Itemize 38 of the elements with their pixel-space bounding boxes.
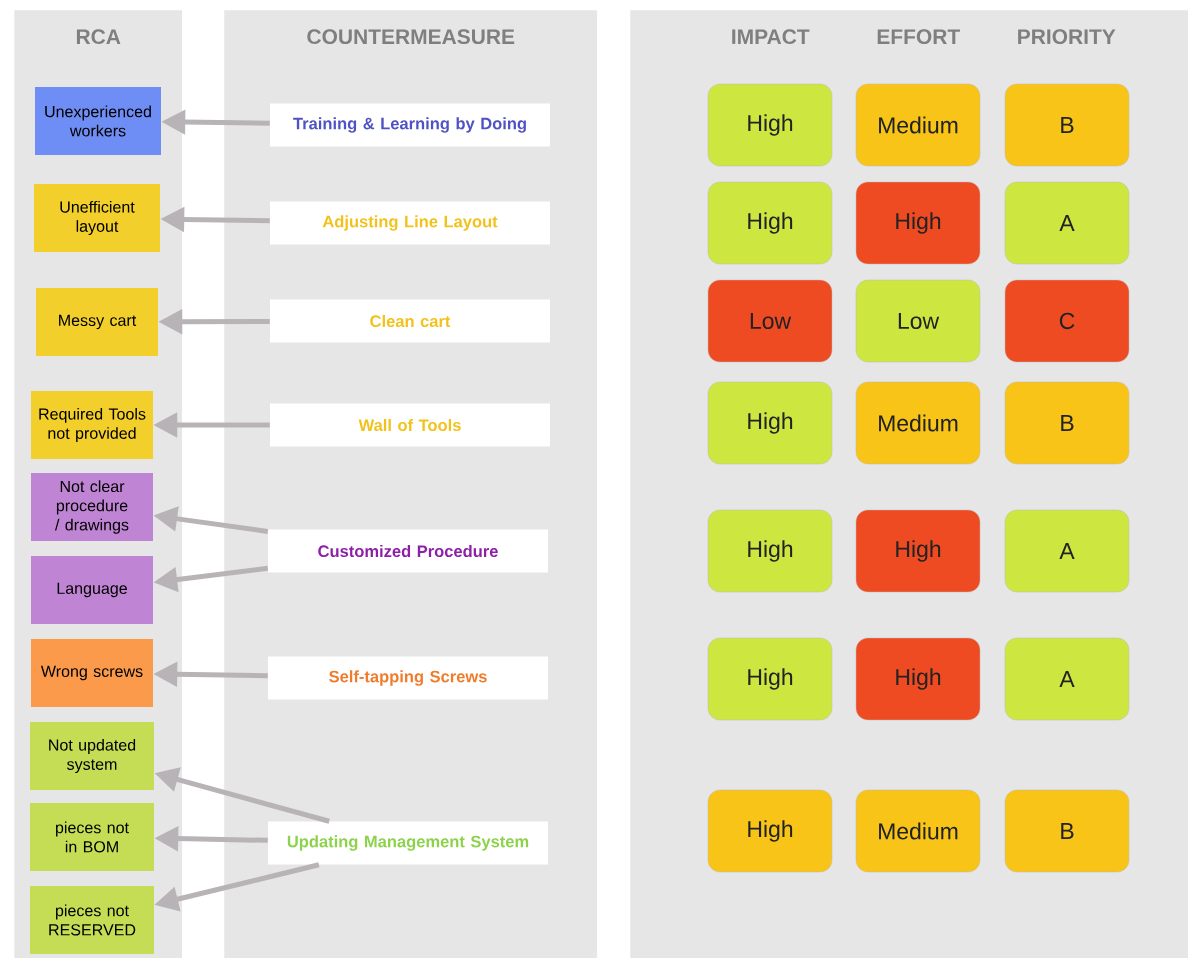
rating-box: B	[1004, 83, 1130, 167]
rating-box: High	[707, 789, 833, 873]
sticky-note: Required Tools not provided	[31, 391, 153, 459]
countermeasure-box: Training & Learning by Doing	[270, 103, 550, 147]
rating-box: B	[1004, 381, 1130, 465]
rating-box: Medium	[855, 381, 981, 465]
sticky-note: pieces not in BOM	[30, 803, 154, 871]
rating-box: Medium	[855, 83, 981, 167]
rating-box: High	[707, 637, 833, 721]
rating-box: Medium	[855, 789, 981, 873]
rating-box: High	[707, 181, 833, 265]
sticky-note: Wrong screws	[31, 639, 153, 707]
rating-box: High	[855, 181, 981, 265]
rating-box: High	[707, 83, 833, 167]
sticky-note: Unexperienced workers	[35, 87, 161, 155]
countermeasure-box: Adjusting Line Layout	[270, 201, 550, 245]
sticky-note: Not clear procedure / drawings	[31, 473, 153, 541]
sticky-note: Language	[31, 556, 153, 624]
rating-box: B	[1004, 789, 1130, 873]
rating-box: Low	[707, 279, 833, 363]
rating-box: A	[1004, 181, 1130, 265]
countermeasure-box: Self-tapping Screws	[268, 656, 548, 700]
rating-box: Low	[855, 279, 981, 363]
rating-box: C	[1004, 279, 1130, 363]
sticky-note: Messy cart	[36, 288, 158, 356]
countermeasure-box: Wall of Tools	[270, 403, 550, 447]
rating-box: High	[707, 509, 833, 593]
sticky-note: pieces not RESERVED	[30, 886, 154, 954]
rating-box: High	[707, 381, 833, 465]
rating-box: A	[1004, 637, 1130, 721]
sticky-note: Unefficient layout	[34, 184, 160, 252]
countermeasure-box: Clean cart	[270, 299, 550, 343]
rating-box: High	[855, 637, 981, 721]
sticky-note: Not updated system	[30, 722, 154, 790]
rating-box: High	[855, 509, 981, 593]
countermeasure-box: Updating Management System	[268, 821, 548, 865]
countermeasure-box: Customized Procedure	[268, 529, 548, 573]
rating-box: A	[1004, 509, 1130, 593]
